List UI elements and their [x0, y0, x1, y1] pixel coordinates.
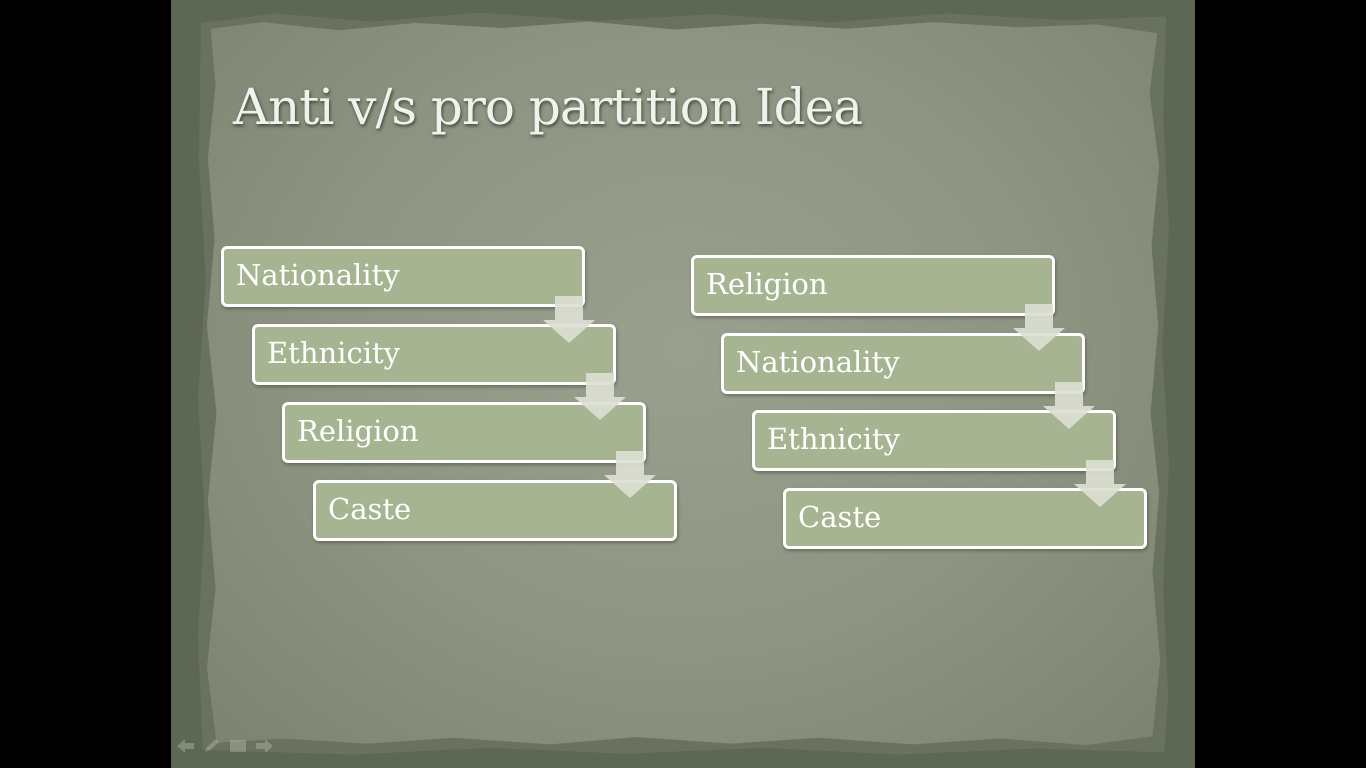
next-icon[interactable] [255, 738, 273, 754]
right-step-2-label: Nationality [736, 345, 900, 379]
left-step-1: Nationality [221, 246, 585, 307]
down-arrow-icon [574, 373, 626, 420]
down-arrow-icon [543, 296, 595, 343]
left-step-4-label: Caste [328, 492, 412, 526]
right-step-4-label: Caste [798, 500, 882, 534]
right-step-4: Caste [783, 488, 1147, 549]
right-step-1: Religion [691, 255, 1055, 316]
left-step-1-label: Nationality [236, 258, 400, 292]
down-arrow-icon [1074, 460, 1126, 507]
down-arrow-icon [1043, 382, 1095, 429]
left-step-2-label: Ethnicity [267, 336, 401, 370]
left-step-2: Ethnicity [252, 324, 616, 385]
down-arrow-icon [1013, 304, 1065, 351]
down-arrow-icon [604, 451, 656, 498]
pen-icon[interactable] [203, 738, 221, 754]
right-step-3-label: Ethnicity [767, 422, 901, 456]
right-step-3: Ethnicity [752, 410, 1116, 471]
slideshow-controls [177, 738, 297, 758]
previous-icon[interactable] [177, 738, 195, 754]
slides-menu-icon[interactable] [229, 738, 247, 754]
right-step-1-label: Religion [706, 267, 828, 301]
left-step-3-label: Religion [297, 414, 419, 448]
slide: Anti v/s pro partition Idea Nationality … [171, 0, 1195, 768]
right-step-2: Nationality [721, 333, 1085, 394]
left-step-3: Religion [282, 402, 646, 463]
left-step-4: Caste [313, 480, 677, 541]
slide-title: Anti v/s pro partition Idea [233, 78, 863, 136]
